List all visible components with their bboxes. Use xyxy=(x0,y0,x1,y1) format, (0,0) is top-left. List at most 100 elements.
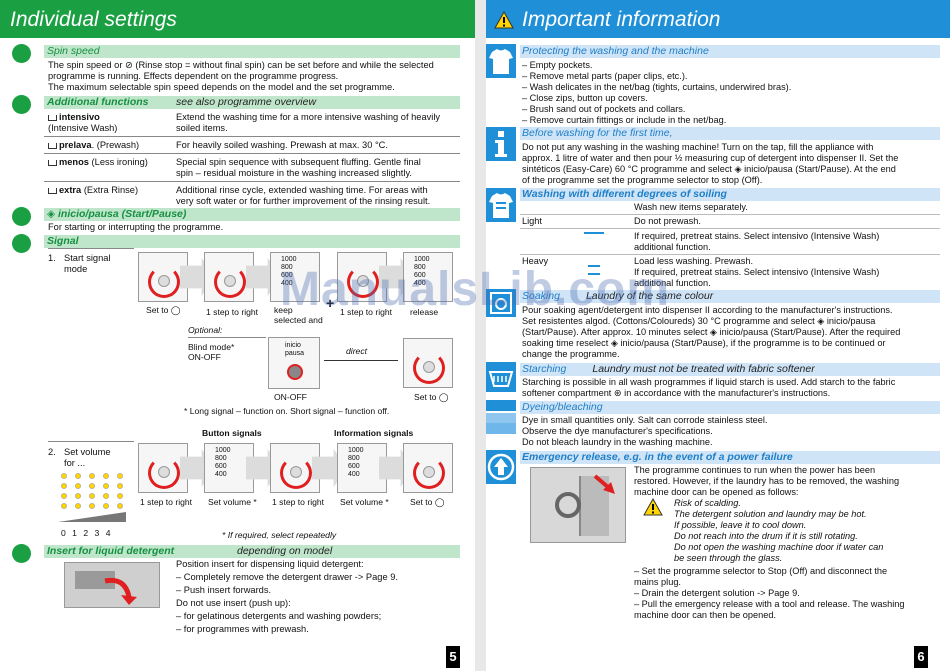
signal-heading: Signal xyxy=(44,235,460,248)
heavy-line: additional function. xyxy=(634,278,711,288)
divider xyxy=(188,337,266,338)
soaking-icon xyxy=(486,289,516,317)
dyeing-line: Observe the dye manufacturer's specifica… xyxy=(522,426,713,436)
insert-line-4: Do not use insert (push up): xyxy=(176,598,291,608)
divider xyxy=(520,228,940,229)
caption-step-right: 1 step to right xyxy=(340,307,393,317)
soaking-line: (Start/Pause). After approx. 10 minutes … xyxy=(522,327,901,337)
dyeing-icon xyxy=(486,400,516,434)
emergency-intro: The programme continues to run when the … xyxy=(634,465,876,475)
section-dot xyxy=(12,95,31,114)
step2-number: 2. xyxy=(48,447,56,457)
before-heading-text: Before washing for the first time, xyxy=(522,127,673,139)
emergency-step: machine door can then be opened. xyxy=(634,610,777,620)
extra-desc-1: Additional rinse cycle, extended washing… xyxy=(176,185,428,195)
emergency-step: – Set the programme selector to Stop (Of… xyxy=(634,566,888,576)
divider xyxy=(44,136,460,137)
tick: 2 xyxy=(83,528,89,538)
soaking-line: Pour soaking agent/detergent into dispen… xyxy=(522,305,893,315)
right-page-number: 6 xyxy=(914,646,928,668)
prewash-icon xyxy=(48,142,57,149)
protect-line: – Empty pockets. xyxy=(522,60,593,70)
heavy-label: Heavy xyxy=(522,256,549,266)
info-icon xyxy=(486,127,516,161)
normal-line: additional function. xyxy=(634,242,711,252)
warning-line: If possible, leave it to cool down. xyxy=(674,520,807,530)
before-line: of the programme set the programme selec… xyxy=(522,175,763,185)
emergency-step: – Pull the emergency release with a tool… xyxy=(634,599,905,609)
spin-speed-heading: Spin speed xyxy=(44,45,460,58)
prelava-rest: . (Prewash) xyxy=(91,140,140,150)
dyeing-line: Do not bleach laundry in the washing mac… xyxy=(522,437,713,447)
left-page-number: 5 xyxy=(446,646,460,668)
direct-arrow-line xyxy=(324,360,398,361)
shirt-icon xyxy=(486,44,516,78)
caption-set-to: Set to ◯ xyxy=(410,497,445,507)
left-page-title: Individual settings xyxy=(10,8,177,31)
extra-rest: (Extra Rinse) xyxy=(81,185,139,195)
programme-dial xyxy=(204,252,254,302)
push-arrow-icon xyxy=(104,577,137,605)
volume-ticks: 0 1 2 3 4 xyxy=(61,528,110,538)
additional-functions-heading-text: Additional functions xyxy=(47,96,149,108)
normal-line: If required, pretreat stains. Select int… xyxy=(634,231,880,241)
spin-speed-heading-text: Spin speed xyxy=(47,45,100,57)
light-text: Do not prewash. xyxy=(634,216,701,226)
soaking-subheading: Laundry of the same colour xyxy=(585,290,714,302)
spin-line-2: programme is running. Effects dependent … xyxy=(48,71,339,81)
tick: 4 xyxy=(105,528,111,538)
divider xyxy=(48,441,134,442)
emergency-intro: machine door can be opened as follows: xyxy=(634,487,799,497)
page-gutter xyxy=(475,0,486,671)
insert-line-1: Position insert for dispensing liquid de… xyxy=(176,559,364,569)
intensivo-label: intensivo xyxy=(48,112,100,123)
insert-heading-text: Insert for liquid detergent xyxy=(47,545,175,557)
warning-icon xyxy=(494,11,514,29)
caption-set-to: Set to ◯ xyxy=(414,392,449,402)
intensivo-desc-1: Extend the washing time for a more inten… xyxy=(176,112,441,122)
soiling-intro: Wash new items separately. xyxy=(634,202,748,212)
on-off-label: ON-OFF xyxy=(274,392,307,402)
warning-line: be seen through the glass. xyxy=(674,553,783,563)
pausa-text: pausa xyxy=(285,350,305,357)
start-pause-button-icon xyxy=(287,364,303,380)
caption-set-to: Set to ◯ xyxy=(146,305,181,315)
before-line: Do not put any washing in the washing ma… xyxy=(522,142,874,152)
starching-icon xyxy=(486,362,516,392)
spin-value: 600 xyxy=(215,463,227,470)
spin-value: 400 xyxy=(348,471,360,478)
inicio-text: inicio xyxy=(285,342,301,349)
heavy-line: If required, pretreat stains. Select int… xyxy=(634,267,880,277)
protect-line: – Brush sand out of pockets and collars. xyxy=(522,104,686,114)
warning-line: Risk of scalding. xyxy=(674,498,741,508)
section-dot xyxy=(12,207,31,226)
protect-line: – Remove metal parts (paper clips, etc.)… xyxy=(522,71,688,81)
spin-value: 1000 xyxy=(414,256,430,263)
spin-value: 400 xyxy=(215,471,227,478)
starching-line: softener compartment ⊛ in accordance wit… xyxy=(522,388,831,398)
emergency-intro: restored. However, if the laundry has to… xyxy=(634,476,900,486)
prelava-label: prelava. (Prewash) xyxy=(48,140,139,151)
caption-step-right: 1 step to right xyxy=(140,497,193,507)
protect-line: – Remove curtain fittings or include in … xyxy=(522,115,727,125)
start-pause-line: For starting or interrupting the program… xyxy=(48,222,224,232)
spin-value: 800 xyxy=(215,455,227,462)
programme-dial xyxy=(337,252,387,302)
spin-value: 600 xyxy=(281,272,293,279)
extra-name: extra xyxy=(59,185,82,195)
insert-heading: Insert for liquid detergent depending on… xyxy=(44,545,460,558)
menos-desc-2: spin – residual moisture in the washing … xyxy=(176,168,412,178)
right-header: Important information xyxy=(486,0,950,38)
emergency-heading: Emergency release, e.g. in the event of … xyxy=(520,451,940,464)
dyeing-line: Dye in small quantities only. Salt can c… xyxy=(522,415,768,425)
divider xyxy=(520,254,940,255)
insert-line-3: – Push insert forwards. xyxy=(176,585,272,595)
spin-value: 1000 xyxy=(348,447,364,454)
soiling-heading-text: Washing with different degrees of soilin… xyxy=(522,188,727,200)
start-pause-heading: ◈ inicio/pausa (Start/Pause) xyxy=(44,208,460,221)
start-pause-icon: ◈ xyxy=(47,208,58,220)
